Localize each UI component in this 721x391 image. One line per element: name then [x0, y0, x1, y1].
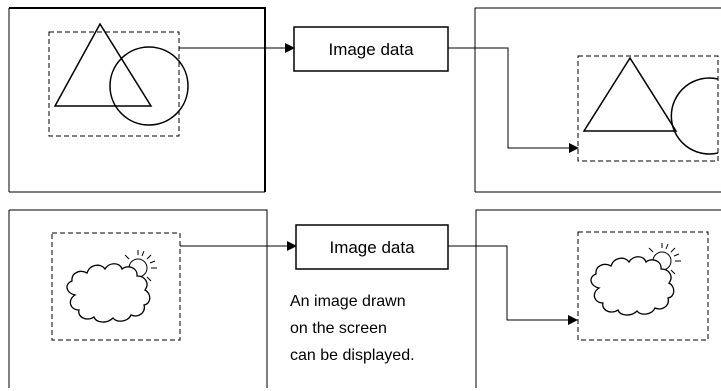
bottom-image-data-label: Image data [329, 238, 415, 257]
cloud-icon [66, 263, 151, 323]
caption-line-2: on the screen [290, 320, 387, 337]
top-destination-screen [474, 7, 721, 193]
caption-line-3: can be displayed. [290, 347, 415, 364]
circle-shape-copy [670, 77, 719, 155]
triangle-shape-copy [582, 56, 678, 132]
caption: An image drawn on the screen can be disp… [290, 293, 415, 364]
top-source-selection-frame [48, 31, 180, 137]
circle-shape [109, 46, 189, 126]
top-destination-selection-frame [577, 55, 719, 162]
bottom-source-screen [8, 209, 268, 388]
bottom-source-selection-frame [51, 232, 181, 341]
bottom-arrow-to-destination [448, 245, 578, 325]
cloud-sun-picture-copy [590, 243, 681, 316]
top-source-screen [8, 7, 266, 193]
top-image-data-label: Image data [328, 40, 414, 59]
top-image-data-box [293, 26, 449, 72]
bottom-destination-selection-frame [577, 231, 709, 341]
bottom-destination-screen [475, 209, 721, 388]
bottom-image-data-box [295, 224, 449, 270]
cloud-icon [590, 256, 675, 316]
cloud-sun-picture [66, 250, 157, 323]
caption-line-1: An image drawn [290, 293, 406, 310]
triangle-shape [53, 22, 153, 107]
top-arrow-to-destination [448, 47, 579, 153]
